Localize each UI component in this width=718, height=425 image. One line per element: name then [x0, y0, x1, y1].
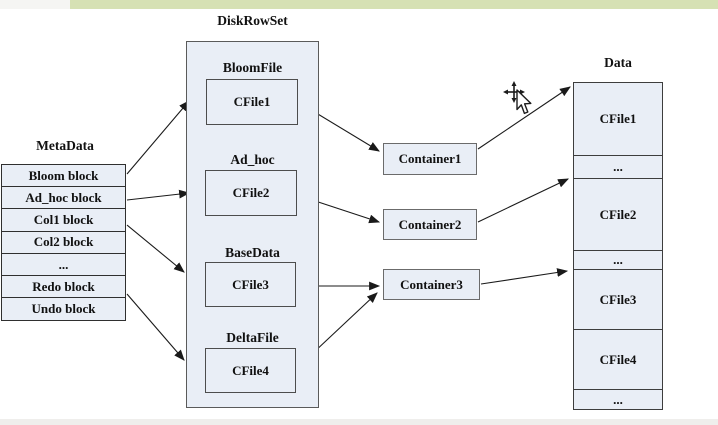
- container1-box: Container1: [383, 143, 477, 175]
- arrow-adhocblock-to-cfile2: [126, 189, 191, 201]
- data-title: Data: [604, 55, 632, 70]
- arrow-container2-to-data: [477, 178, 569, 223]
- arrow-bloomblock-to-cfile1: [126, 100, 190, 175]
- bottom-strip: [0, 419, 718, 425]
- cfile4-box: CFile4: [205, 348, 296, 393]
- data-segment-cfile4: CFile4: [574, 329, 662, 389]
- arrow-col1block-to-cfile3: [126, 224, 185, 273]
- data-segment-cfile1: CFile1: [574, 83, 662, 155]
- top-left-strip: [0, 0, 70, 9]
- adhoc-label: Ad_hoc: [230, 152, 275, 167]
- metadata-block-redo: Redo block: [1, 274, 126, 299]
- data-column-stack: CFile1 ... CFile2 ... CFile3 CFile4 ...: [573, 82, 663, 410]
- metadata-block-undo: Undo block: [1, 297, 126, 321]
- arrow-container3-to-data: [480, 268, 569, 285]
- move-cursor-icon: [503, 81, 532, 115]
- metadata-block-stack: Bloom block Ad_hoc block Col1 block Col2…: [1, 164, 126, 321]
- metadata-block-bloom: Bloom block: [1, 164, 126, 188]
- top-green-bar: [70, 0, 718, 9]
- data-segment-ellipsis3: ...: [574, 389, 662, 409]
- metadata-block-col2: Col2 block: [1, 230, 126, 255]
- arrow-redoblock-to-cfile4: [126, 293, 185, 361]
- deltafile-label: DeltaFile: [226, 330, 279, 345]
- arrow-container1-to-data: [477, 86, 571, 150]
- data-segment-cfile2: CFile2: [574, 178, 662, 250]
- metadata-block-ellipsis: ...: [1, 252, 126, 277]
- diskrowset-title: DiskRowSet: [217, 13, 288, 28]
- basedata-label: BaseData: [225, 245, 280, 260]
- cfile1-box: CFile1: [206, 79, 298, 125]
- data-segment-cfile3: CFile3: [574, 269, 662, 329]
- data-segment-ellipsis2: ...: [574, 250, 662, 269]
- container3-box: Container3: [383, 269, 480, 300]
- data-segment-ellipsis1: ...: [574, 155, 662, 178]
- container2-box: Container2: [383, 209, 477, 240]
- cfile2-box: CFile2: [205, 170, 297, 216]
- bloomfile-label: BloomFile: [222, 60, 283, 75]
- metadata-title: MetaData: [36, 138, 94, 153]
- cfile3-box: CFile3: [205, 262, 296, 307]
- metadata-block-adhoc: Ad_hoc block: [1, 186, 126, 210]
- metadata-block-col1: Col1 block: [1, 208, 126, 233]
